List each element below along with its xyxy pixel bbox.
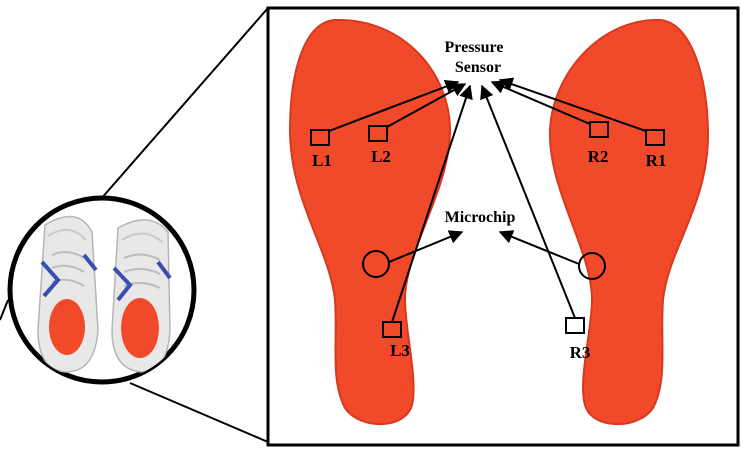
sensor-arrows: [328, 77, 647, 323]
left-shoe-insole: [49, 299, 85, 355]
pressure-label-line2: Sensor: [455, 59, 501, 76]
zoom-line-top: [99, 7, 269, 201]
microchip-right: [578, 252, 606, 280]
microchip-left: [362, 250, 390, 278]
microchip-icon: [362, 250, 606, 280]
sensor-label-r1: R1: [646, 151, 667, 170]
sensor-box-r1: [645, 129, 665, 146]
microchip-label: Microchip: [445, 209, 516, 226]
sensor-label-l3: L3: [390, 341, 410, 360]
sensor-label-r3: R3: [570, 343, 591, 362]
sensor-box-r2: [589, 121, 609, 138]
left-insole-icon: [288, 18, 452, 426]
right-shoe-insole: [121, 298, 159, 358]
zoom-line-left: [0, 299, 9, 321]
pressure-label-line1: Pressure: [445, 39, 504, 56]
sensor-label-r2: R2: [588, 147, 609, 166]
microchip-arrows: [388, 230, 580, 265]
sensor-box-l1: [310, 129, 330, 146]
sensor-label-l2: L2: [371, 147, 391, 166]
zoom-line-bottom: [129, 382, 269, 443]
sensor-label-l1: L1: [312, 151, 332, 170]
sensor-box-l2: [368, 125, 388, 142]
shoes-photo-icon: [7, 195, 197, 385]
